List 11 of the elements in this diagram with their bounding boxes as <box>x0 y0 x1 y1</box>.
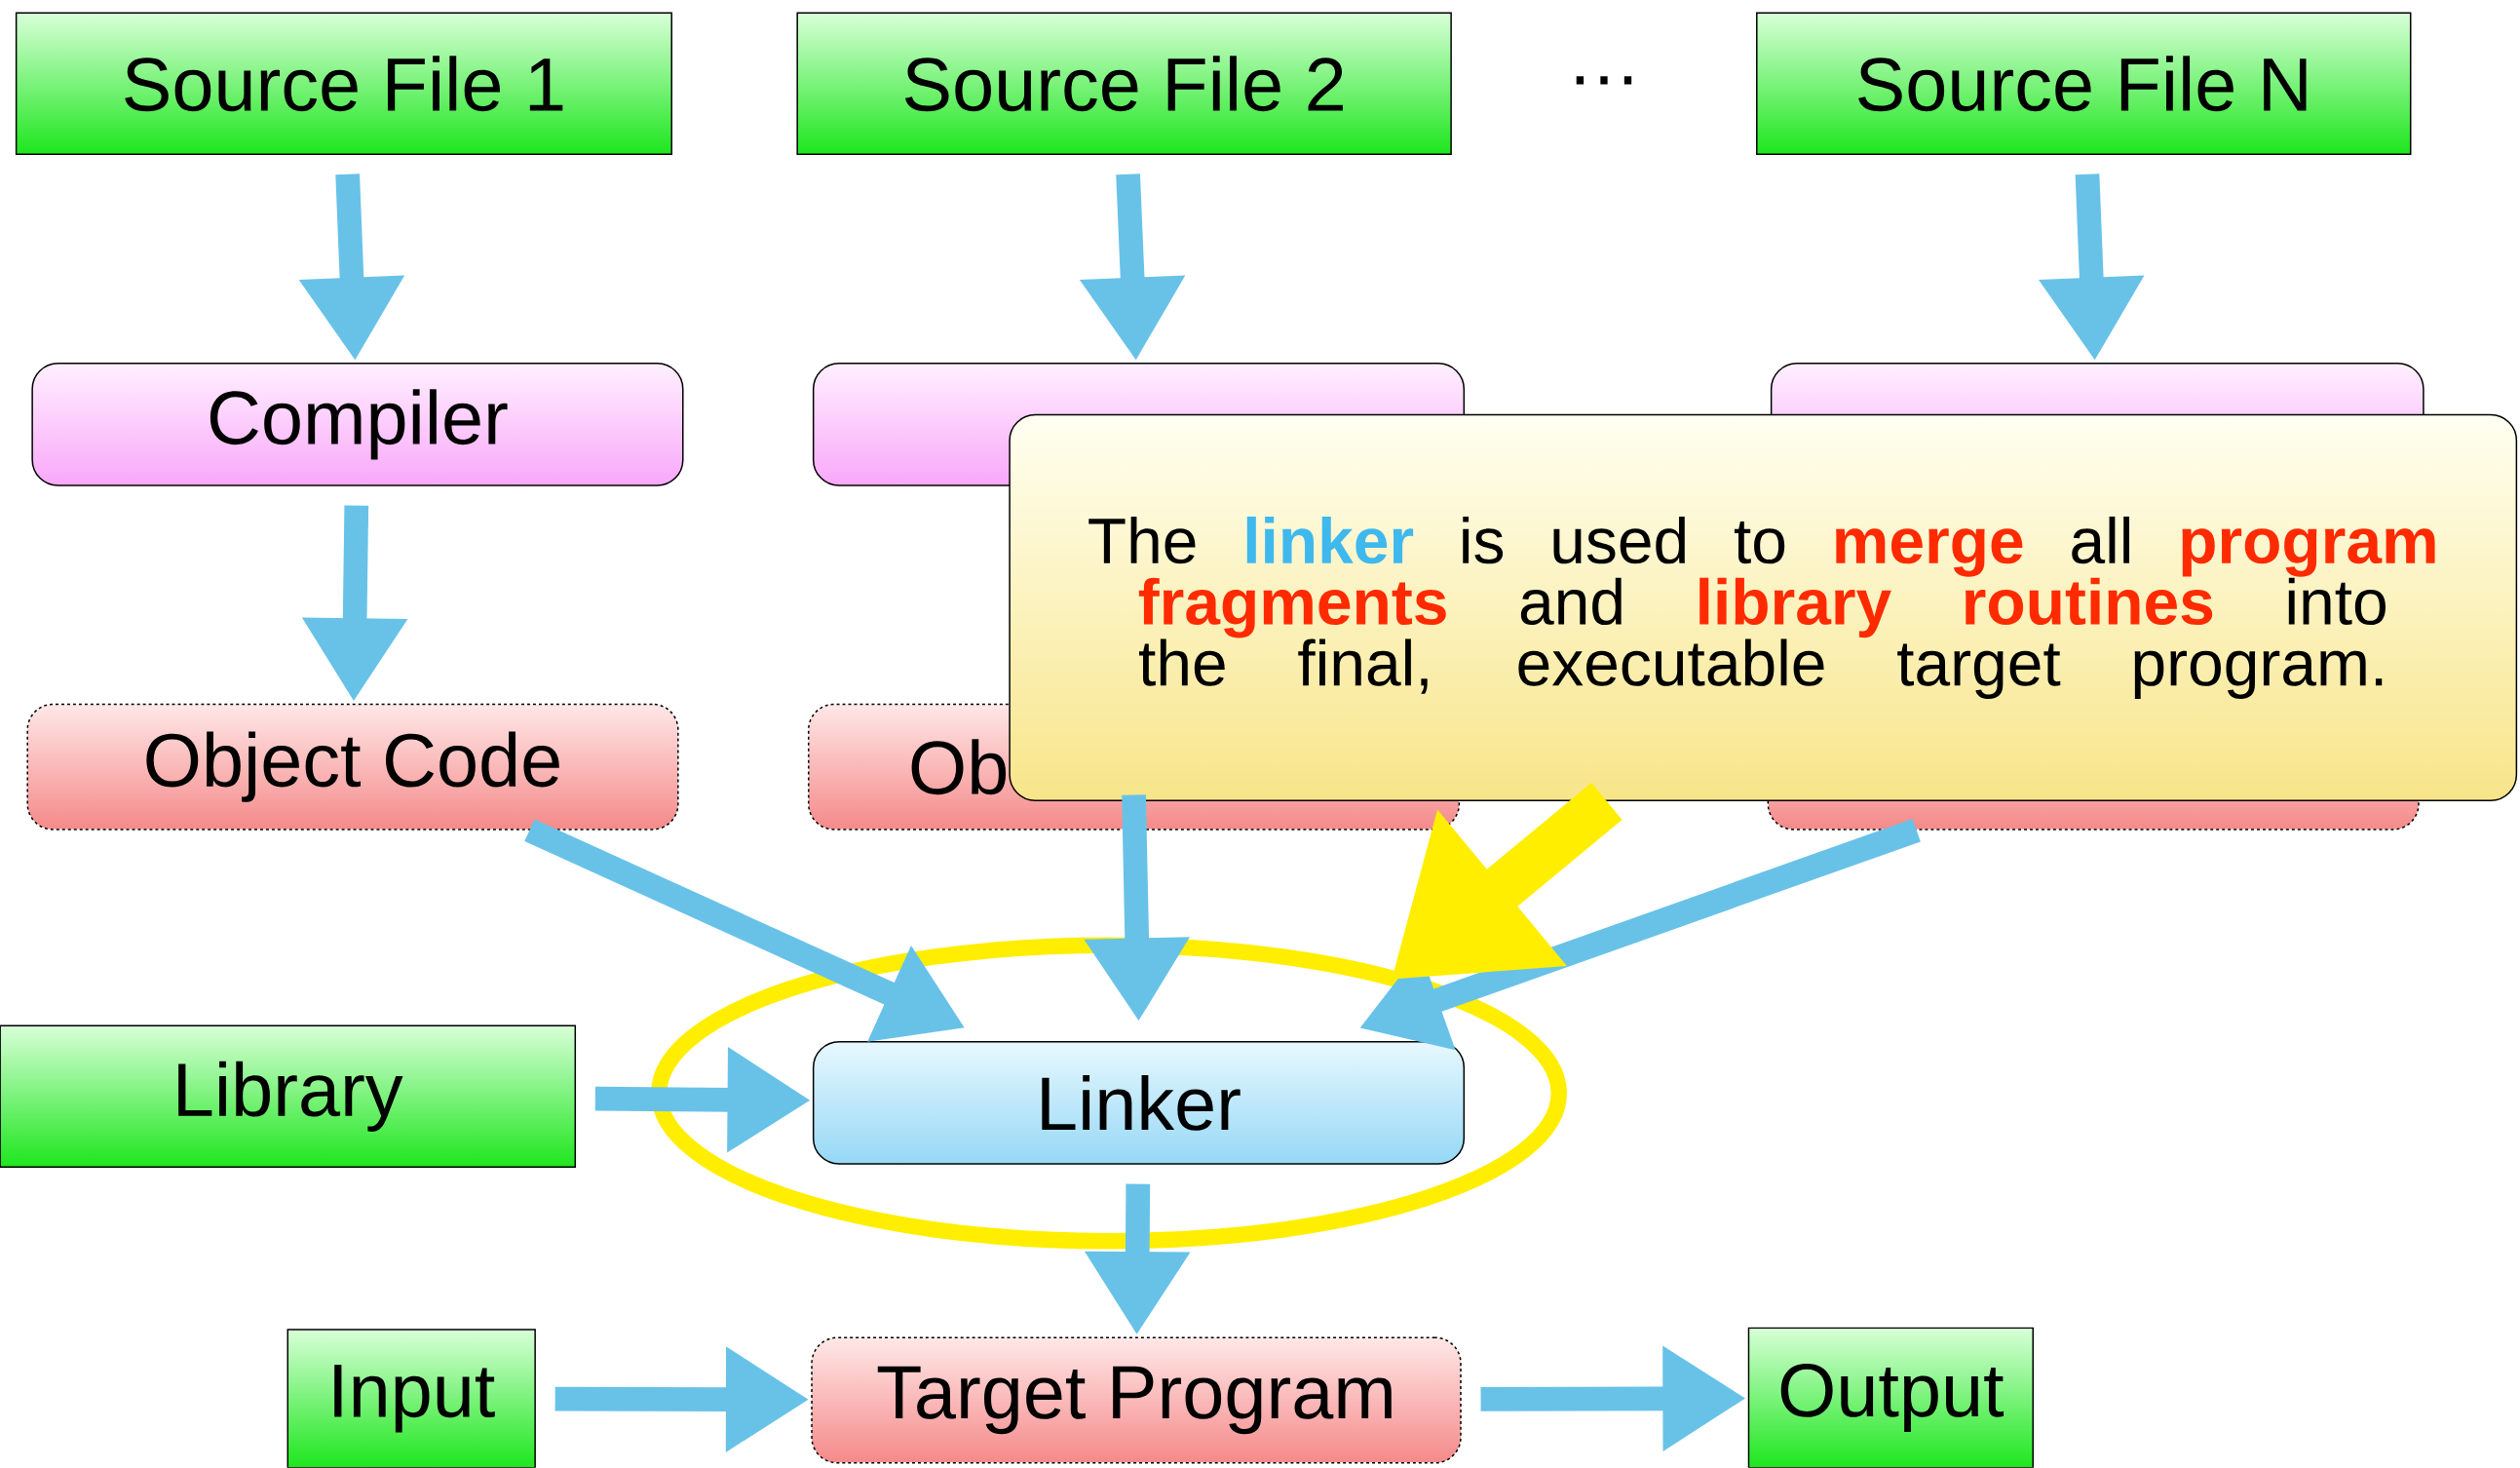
code-box: Target Program <box>811 1336 1462 1464</box>
file-box: Input <box>286 1329 536 1468</box>
file-box: Source File 1 <box>15 12 672 156</box>
ellipsis-label: … <box>1576 76 1632 85</box>
compiler-box: Compiler <box>31 363 684 486</box>
file-box: Library <box>0 1024 577 1169</box>
file-box: Source File N <box>1756 12 2412 156</box>
linker-box: Linker <box>812 1041 1466 1165</box>
file-box: Source File 2 <box>796 12 1452 156</box>
file-box: Output <box>1747 1327 2034 1468</box>
code-box: Object Code <box>26 703 679 831</box>
